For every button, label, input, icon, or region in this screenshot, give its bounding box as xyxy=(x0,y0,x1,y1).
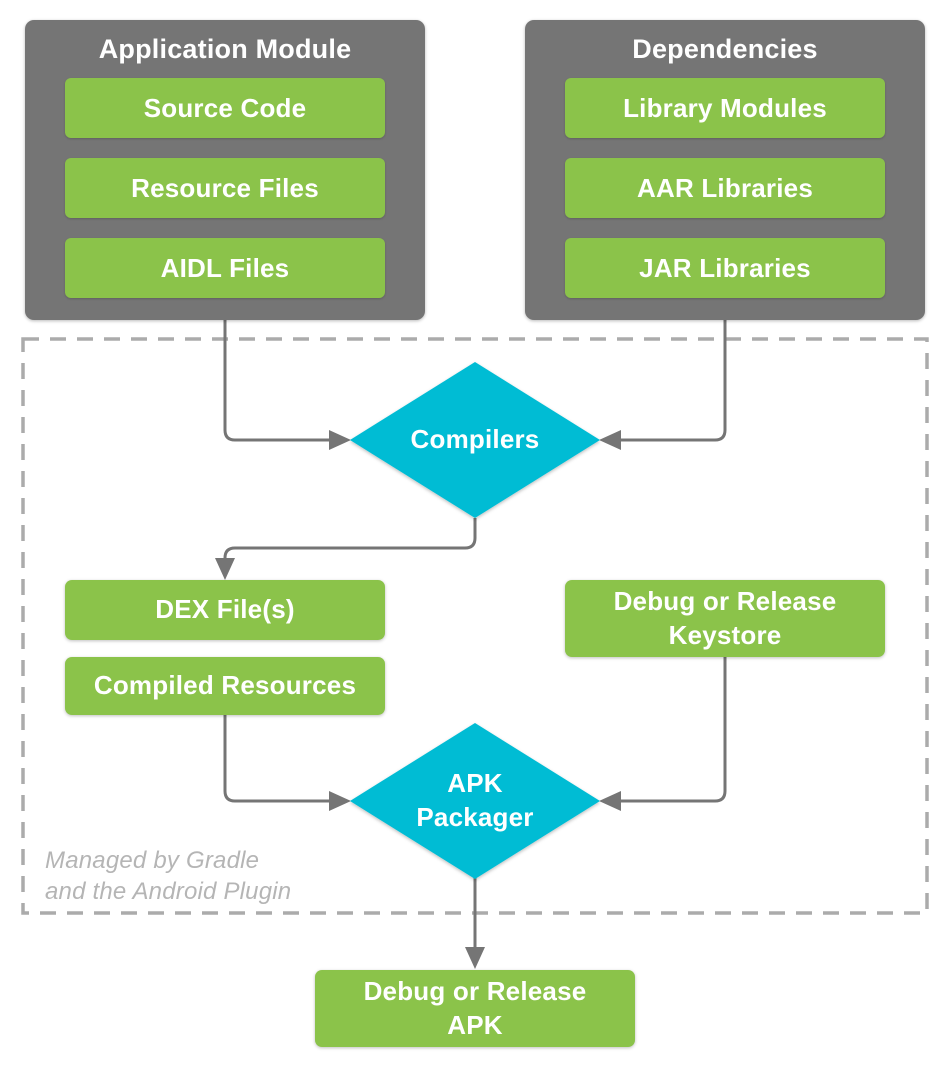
compiled-resources-label: Compiled Resources xyxy=(93,670,357,701)
connector-resources-to-packager xyxy=(223,715,330,803)
keystore-label-line1: Debug or Release xyxy=(613,585,837,616)
dependencies-title: Dependencies xyxy=(632,33,818,64)
connector-appmodule-to-compilers xyxy=(223,318,330,442)
arrowhead-into-dex xyxy=(215,558,235,580)
keystore-box: Debug or Release Keystore xyxy=(565,580,885,657)
gradle-caption-line2: and the Android Plugin xyxy=(45,877,292,905)
library-modules-box: Library Modules xyxy=(565,78,885,138)
application-module-title: Application Module xyxy=(98,33,352,64)
arrowhead-into-packager-right xyxy=(599,791,621,811)
resource-files-box: Resource Files xyxy=(65,158,385,218)
arrowhead-into-packager-left xyxy=(329,791,351,811)
application-module-group: Application Module Source Code Resource … xyxy=(25,20,425,320)
apk-output-box: Debug or Release APK xyxy=(315,970,635,1047)
compilers-diamond-shape xyxy=(350,362,600,518)
compilers-label: Compilers xyxy=(410,424,540,455)
compilers-diamond: Compilers xyxy=(350,362,600,518)
arrowhead-into-apk xyxy=(465,947,485,969)
aar-libraries-box: AAR Libraries xyxy=(565,158,885,218)
jar-libraries-box: JAR Libraries xyxy=(565,238,885,298)
arrowhead-into-compilers-left xyxy=(329,430,351,450)
apk-packager-diamond: APK Packager xyxy=(350,723,600,879)
gradle-managed-caption: Managed by Gradle and the Android Plugin xyxy=(45,846,291,907)
apk-packager-label-line1: APK xyxy=(447,768,503,799)
connector-compilers-to-dex xyxy=(223,518,477,562)
arrowhead-into-compilers-right xyxy=(599,430,621,450)
connector-keystore-to-packager xyxy=(620,657,727,803)
connector-dependencies-to-compilers xyxy=(620,318,727,442)
apk-output-label-line1: Debug or Release xyxy=(363,975,587,1006)
compiled-resources-box: Compiled Resources xyxy=(65,657,385,715)
apk-packager-label-line2: Packager xyxy=(416,802,534,832)
source-code-box: Source Code xyxy=(65,78,385,138)
apk-packager-diamond-shape xyxy=(350,723,600,879)
dex-files-box: DEX File(s) xyxy=(65,580,385,640)
gradle-caption-line1: Managed by Gradle xyxy=(45,847,260,874)
keystore-label-line2: Keystore xyxy=(668,619,782,650)
apk-output-label-line2: APK xyxy=(447,1009,503,1040)
aidl-files-box: AIDL Files xyxy=(65,238,385,298)
dependencies-group: Dependencies Library Modules AAR Librari… xyxy=(525,20,925,320)
dex-files-label: DEX File(s) xyxy=(155,594,295,625)
